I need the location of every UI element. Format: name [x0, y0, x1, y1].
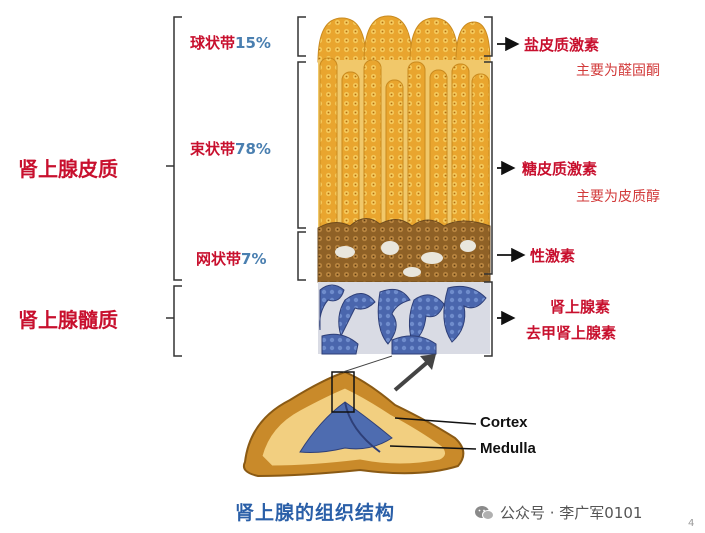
hormone-arrows — [497, 36, 526, 326]
glucocorticoid-sub: 主要为皮质醇 — [576, 189, 660, 205]
medulla-tissue — [318, 282, 490, 355]
zona-glomerulosa-label: 球状带15% — [190, 34, 271, 52]
mineralocorticoid-label: 盐皮质激素 — [524, 36, 600, 54]
wechat-icon — [474, 505, 494, 521]
adrenal-cortex-label: 肾上腺皮质 — [18, 157, 118, 181]
mineralocorticoid-sub: 主要为醛固酮 — [576, 63, 660, 79]
epinephrine-label: 肾上腺素 — [550, 298, 611, 316]
zona-reticularis-label: 网状带7% — [196, 250, 267, 268]
cortex-structure-label: Cortex — [480, 414, 528, 431]
page-number: 4 — [688, 518, 695, 529]
norepinephrine-label: 去甲肾上腺素 — [526, 324, 617, 342]
zona-fasciculata-tissue — [318, 57, 490, 237]
watermark: 公众号 · 李广军0101 — [474, 502, 642, 523]
glucocorticoid-label: 糖皮质激素 — [522, 160, 598, 178]
adrenal-medulla-label: 肾上腺髓质 — [18, 308, 118, 332]
zona-reticularis-tissue — [317, 218, 491, 283]
medulla-structure-label: Medulla — [480, 440, 536, 457]
figure-caption: 肾上腺的组织结构 — [235, 502, 396, 524]
watermark-text: 公众号 · 李广军0101 — [500, 504, 643, 522]
zona-fasciculata-label: 束状带78% — [190, 140, 271, 158]
adrenal-gland-section — [242, 354, 477, 478]
sex-hormone-label: 性激素 — [530, 247, 576, 265]
region-brackets — [166, 16, 182, 357]
zone-brackets-left — [297, 16, 306, 281]
zone-brackets-right — [484, 16, 493, 357]
